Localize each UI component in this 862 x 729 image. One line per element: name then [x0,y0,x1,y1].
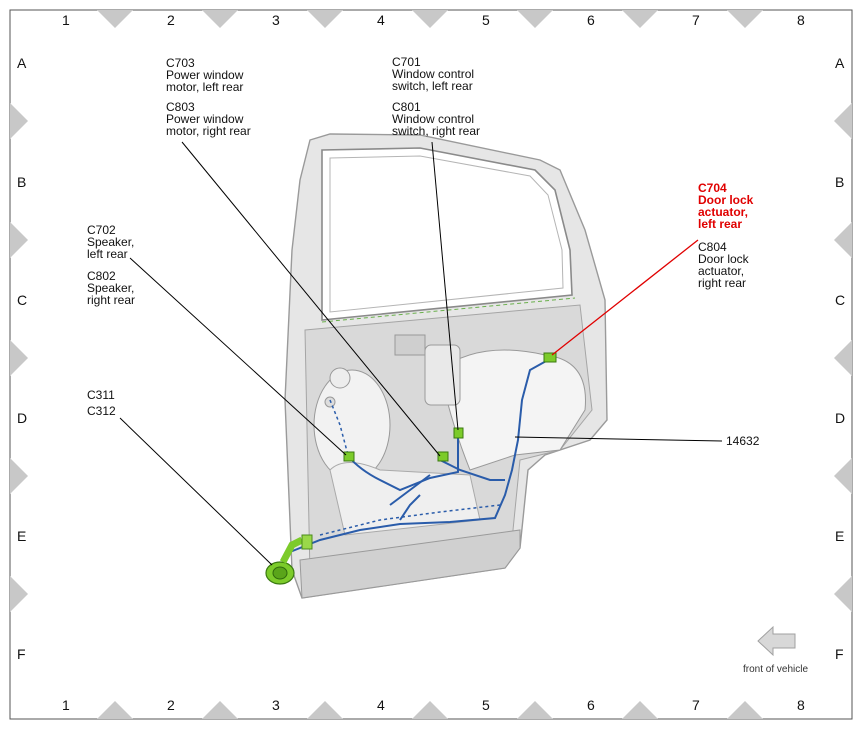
row-label-a-left: A [17,55,27,71]
callout-c703: C703 Power window motor, left rear [166,57,243,93]
connector-c702-c802 [343,451,355,462]
col-label-8-top: 8 [797,12,805,28]
callout-c704-desc-3: left rear [698,217,743,231]
callout-c803-code: C803 [166,100,195,114]
callout-c704-desc-2: actuator, [698,205,749,219]
callout-c801-desc-2: switch, right rear [392,124,481,138]
connector-c703-c803 [437,451,449,462]
callout-c803-desc-2: motor, right rear [166,124,251,138]
callout-c702: C702 Speaker, left rear [87,224,134,260]
callout-c802: C802 Speaker, right rear [87,270,135,306]
col-label-3-bottom: 3 [272,697,280,713]
row-label-b-right: B [835,174,845,190]
callout-c804-desc-3: right rear [698,276,747,290]
zone-markers-right [834,103,852,612]
callout-c804-desc-1: Door lock [698,252,749,266]
connector-c701-c801 [453,427,464,439]
row-label-d-left: D [17,410,28,426]
col-label-7-top: 7 [692,12,700,28]
connector-c704-c804 [543,352,557,363]
leader-c703 [181,141,441,457]
col-label-6-bottom: 6 [587,697,595,713]
leader-c701 [431,141,459,431]
callout-c312: C312 [87,404,116,418]
col-label-1-bottom: 1 [62,697,70,713]
front-of-vehicle-label: front of vehicle [743,664,809,675]
callout-c701-code: C701 [392,55,421,69]
callout-c804: C804 Door lock actuator, right rear [698,241,749,289]
row-label-e-right: E [835,528,845,544]
callout-c704: C704 Door lock actuator, left rear [698,182,753,230]
col-label-8-bottom: 8 [797,697,805,713]
callout-c311: C311 [87,388,115,402]
row-label-e-left: E [17,528,27,544]
leader-14632 [514,436,723,442]
zone-markers-top [97,10,763,28]
col-label-4-bottom: 4 [377,697,385,713]
col-label-6-top: 6 [587,12,595,28]
callout-c801-desc-1: Window control [392,112,475,126]
callout-c703-desc-1: Power window [166,68,244,82]
callout-c801-code: C801 [392,100,421,114]
callout-c703-code: C703 [166,56,195,70]
harness-dashed-routing [319,399,501,536]
col-label-5-bottom: 5 [482,697,490,713]
callout-c704-desc-1: Door lock [698,193,754,207]
row-label-b-left: B [17,174,27,190]
callout-c802-desc-2: right rear [87,293,136,307]
row-label-d-right: D [835,410,846,426]
callout-c702-desc-2: left rear [87,247,128,261]
rear-door-illustration [284,133,608,599]
zone-markers-bottom [97,701,763,719]
leader-c311 [119,417,273,566]
callout-c803: C803 Power window motor, right rear [166,101,251,137]
col-label-2-top: 2 [167,12,175,28]
col-label-7-bottom: 7 [692,697,700,713]
callout-c804-desc-2: actuator, [698,264,745,278]
callout-c802-code: C802 [87,269,116,283]
row-label-a-right: A [835,55,845,71]
callout-c804-code: C804 [698,240,727,254]
left-arrow-icon [757,625,796,657]
col-label-3-top: 3 [272,12,280,28]
row-label-f-right: F [835,646,844,662]
callout-c701-desc-1: Window control [392,67,475,81]
callout-c704-code: C704 [698,181,727,195]
callout-c703-desc-2: motor, left rear [166,80,244,94]
zone-markers-left [10,103,28,612]
col-label-4-top: 4 [377,12,385,28]
callout-c702-desc-1: Speaker, [87,235,135,249]
row-label-c-left: C [17,292,28,308]
row-label-c-right: C [835,292,846,308]
col-label-5-top: 5 [482,12,490,28]
callout-c702-code: C702 [87,223,116,237]
col-label-1-top: 1 [62,12,70,28]
callout-c803-desc-1: Power window [166,112,244,126]
callout-c701-desc-2: switch, left rear [392,79,473,93]
connector-c311-c312 [265,534,313,585]
callout-c801: C801 Window control switch, right rear [392,101,480,137]
leader-c702 [129,257,347,456]
leader-c704 [551,239,699,356]
col-label-2-bottom: 2 [167,697,175,713]
callout-c802-desc-1: Speaker, [87,281,135,295]
row-label-f-left: F [17,646,26,662]
callout-c701: C701 Window control switch, left rear [392,56,474,92]
callout-harness-14632: 14632 [726,434,760,448]
